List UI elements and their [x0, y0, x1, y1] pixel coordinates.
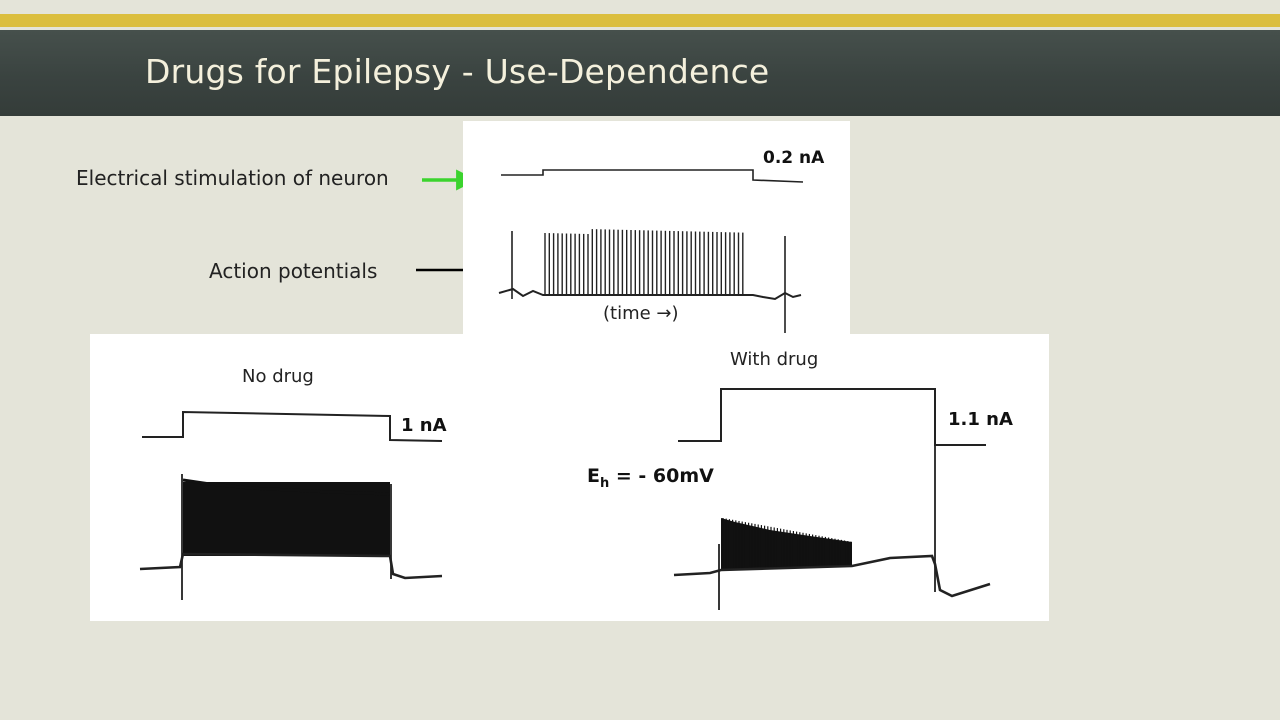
stimulation-label: Electrical stimulation of neuron — [76, 166, 389, 190]
no-drug-current-label: 1 nA — [401, 415, 447, 436]
action-potentials-label: Action potentials — [209, 259, 378, 283]
no-drug-stimulus-trace — [142, 410, 443, 442]
baseline-trace — [498, 287, 802, 301]
time-axis-label: (time →) — [603, 303, 679, 324]
top-figure: 0.2 nA (time →) — [463, 121, 850, 334]
with-drug-stimulus-trace — [678, 388, 986, 446]
no-drug-caption: No drug — [242, 366, 314, 387]
with-drug-current-label: 1.1 nA — [948, 409, 1013, 430]
holding-potential-label: Eh = - 60mV — [587, 465, 714, 491]
no-drug-voltage-trace — [139, 552, 443, 580]
accent-stripe — [0, 14, 1280, 27]
with-drug-caption: With drug — [730, 349, 818, 370]
bottom-figure-traces: No drug 1 nA Eh = - 60mV With drug 1.1 n… — [139, 349, 1013, 610]
with-drug-spike-train — [722, 518, 852, 570]
stimulus-trace — [501, 169, 804, 183]
bottom-figure: No drug 1 nA Eh = - 60mV With drug 1.1 n… — [90, 334, 1049, 621]
spike-train — [544, 229, 744, 295]
with-drug-voltage-trace — [673, 554, 991, 598]
no-drug-spike-band-top — [182, 478, 391, 496]
top-current-label: 0.2 nA — [763, 148, 825, 168]
title-band — [0, 30, 1280, 116]
top-figure-traces: 0.2 nA (time →) — [498, 148, 825, 333]
slide-title: Drugs for Epilepsy - Use-Dependence — [145, 52, 770, 91]
